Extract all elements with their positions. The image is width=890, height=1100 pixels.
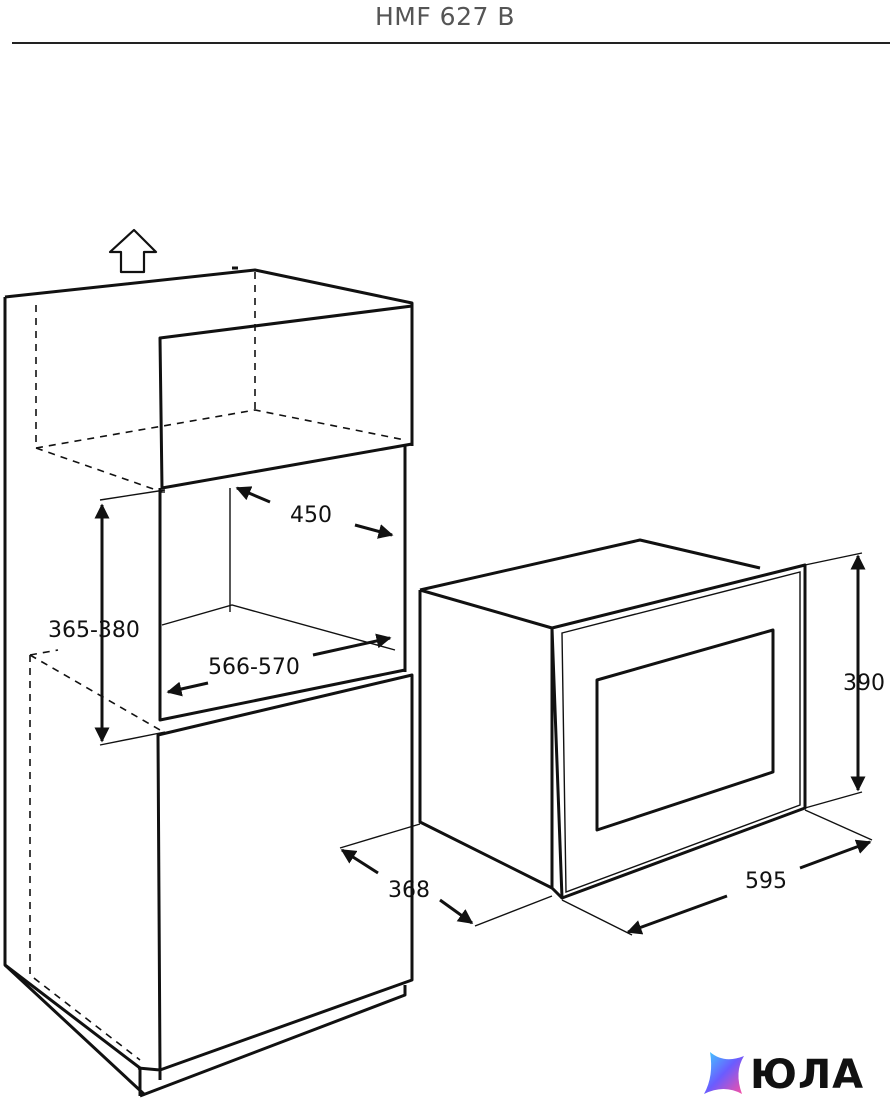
niche-dimension-lines (94, 486, 394, 746)
model-title: HMF 627 B (374, 2, 515, 31)
niche-width-label: 566-570 (208, 655, 300, 680)
unit-width-label: 595 (745, 869, 787, 894)
microwave-unit (418, 538, 807, 900)
yula-logo-text: ЮЛА (750, 1052, 865, 1098)
unit-dimension-lines (339, 552, 873, 936)
unit-depth-label: 368 (388, 878, 430, 903)
unit-height-label: 390 (843, 671, 885, 696)
yula-logo-icon (704, 1052, 744, 1094)
niche-height-label: 365-380 (48, 618, 140, 643)
niche-depth-label: 450 (290, 503, 332, 528)
header-divider (12, 42, 890, 44)
cabinet (3, 266, 414, 1098)
door-window (595, 628, 775, 832)
ventilation-arrow-icon (108, 228, 158, 274)
